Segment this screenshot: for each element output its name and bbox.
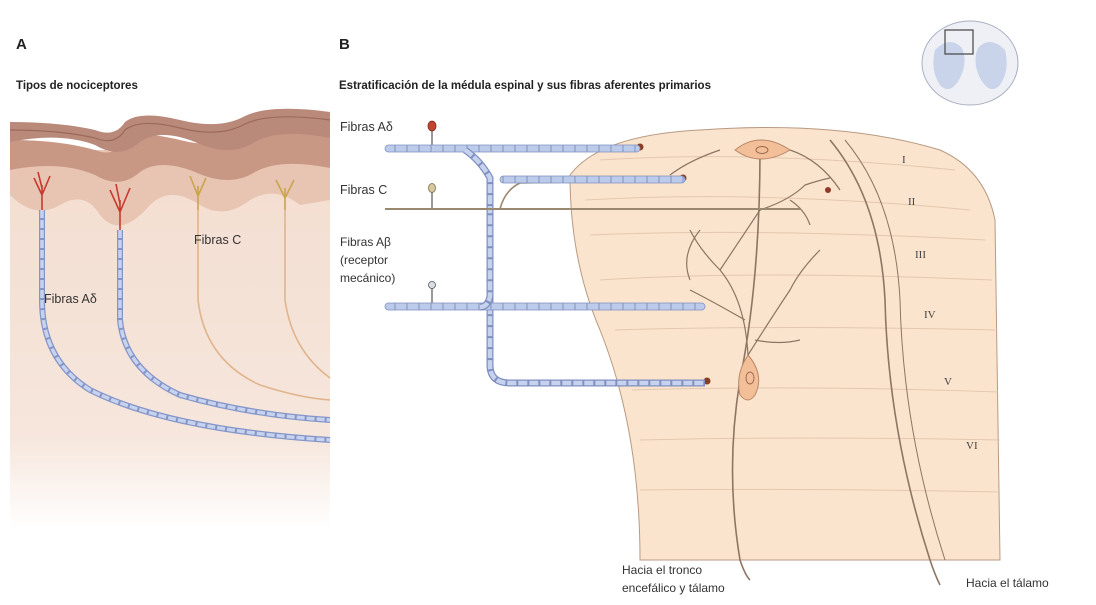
lamina-label-i: I bbox=[902, 154, 906, 166]
abeta-line-1: Fibras Aβ bbox=[340, 233, 395, 251]
abeta-receptor-icon bbox=[429, 282, 436, 289]
dorsal-horn-tissue bbox=[570, 128, 1000, 561]
bottom-label-thalamus: Hacia el tálamo bbox=[966, 574, 1049, 592]
lamina-label-iv: IV bbox=[924, 309, 936, 321]
panel-b-label-abeta: Fibras Aβ (receptor mecánico) bbox=[340, 233, 395, 287]
panel-b-letter: B bbox=[339, 36, 350, 53]
panel-b-title: Estratificación de la médula espinal y s… bbox=[339, 80, 711, 92]
adelta-receptor-icon bbox=[428, 121, 436, 131]
spinal-cord-inset bbox=[922, 21, 1018, 105]
panel-a-letter: A bbox=[16, 36, 27, 53]
lamina-label-vi: VI bbox=[966, 440, 978, 452]
panel-a-title: Tipos de nociceptores bbox=[16, 80, 138, 92]
abeta-line-3: mecánico) bbox=[340, 269, 395, 287]
c-receptor-icon bbox=[429, 184, 436, 193]
panel-b-label-c: Fibras C bbox=[340, 183, 387, 197]
bottom-label-brainstem: Hacia el tronco encefálico y tálamo bbox=[622, 561, 725, 597]
brainstem-line-1: Hacia el tronco bbox=[622, 561, 725, 579]
panel-a-label-adelta: Fibras Aδ bbox=[44, 292, 97, 306]
lamina-label-iii: III bbox=[915, 249, 926, 261]
abeta-line-2: (receptor bbox=[340, 251, 395, 269]
brainstem-line-2: encefálico y tálamo bbox=[622, 579, 725, 597]
panel-a-skin-illustration bbox=[10, 109, 330, 530]
lamina-label-v: V bbox=[944, 376, 952, 388]
lamina-label-ii: II bbox=[908, 196, 915, 208]
panel-a-label-c: Fibras C bbox=[194, 233, 241, 247]
panel-b-label-adelta: Fibras Aδ bbox=[340, 120, 393, 134]
subcutaneous-tissue bbox=[10, 150, 330, 530]
